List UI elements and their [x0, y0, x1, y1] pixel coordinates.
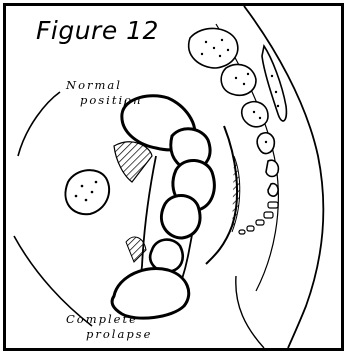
label-complete-line1: Complete: [66, 312, 152, 327]
figure-frame: Figure 12 Normal position Complete prola…: [3, 3, 344, 351]
pubic-bone: [65, 170, 109, 214]
bladder: [114, 142, 152, 182]
back-outline: [244, 6, 323, 348]
buttock-outline: [236, 276, 264, 348]
label-normal-line2: position: [66, 93, 143, 108]
coccyx: [239, 202, 278, 234]
belly-outline: [18, 92, 60, 156]
uterus-complete-prolapse: [112, 268, 189, 318]
pelvis-illustration: [6, 6, 341, 348]
label-normal-line1: Normal: [66, 78, 143, 93]
label-complete-line2: prolapse: [66, 327, 152, 342]
figure-title: Figure 12: [36, 16, 159, 45]
label-complete-prolapse: Complete prolapse: [66, 312, 152, 342]
uterus-stage-3: [161, 196, 200, 239]
label-normal-position: Normal position: [66, 78, 143, 108]
